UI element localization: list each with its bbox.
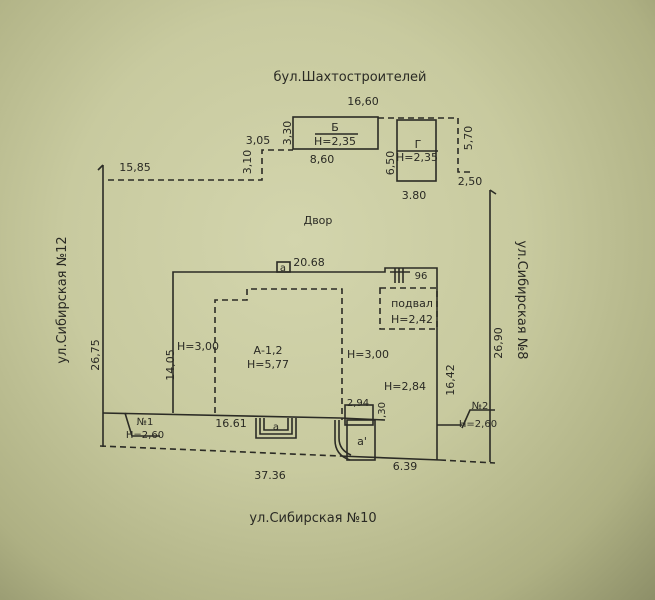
dim: 2,94 — [347, 398, 369, 409]
entrance-porch — [346, 419, 376, 461]
dim: 96 — [415, 271, 428, 282]
dim: 6.39 — [393, 460, 418, 473]
building-g-height: H=2,35 — [396, 151, 438, 164]
dim: 16.61 — [215, 417, 247, 430]
building-a-height: H=5,77 — [247, 358, 289, 371]
dim: 14,05 — [164, 349, 177, 381]
building-g-name: Г — [415, 138, 422, 151]
dim: 20.68 — [293, 256, 325, 269]
street-right: ул.Сибирская №8 — [514, 240, 529, 359]
basement-height: H=2,42 — [391, 313, 433, 326]
entrance-front: а — [273, 422, 279, 433]
dim: 5,70 — [462, 126, 475, 151]
dim: 8,60 — [310, 153, 335, 166]
street-bottom: ул.Сибирская №10 — [249, 511, 376, 526]
dim: 37.36 — [254, 469, 286, 482]
dimensions: 16,60 3,30 3,05 8,60 6,50 3.80 5,70 2,50… — [89, 95, 505, 482]
dim: 16,60 — [347, 95, 379, 108]
main-building — [102, 261, 495, 461]
wing-east-height: H=2,84 — [384, 380, 426, 393]
n1-name: №1 — [137, 417, 154, 428]
building-b-name: Б — [331, 121, 339, 134]
dim: 3,05 — [246, 134, 271, 147]
dim: 3,30 — [281, 121, 294, 146]
dim: 3,10 — [241, 150, 254, 175]
n2-name: №2 — [472, 401, 489, 412]
dim: 3.80 — [402, 189, 427, 202]
dim: 26,90 — [492, 327, 505, 359]
wing-right-height: H=3,00 — [347, 348, 389, 361]
building-b-height: H=2,35 — [314, 135, 356, 148]
basement-outline — [379, 287, 438, 330]
street-left: ул.Сибирская №12 — [55, 236, 70, 363]
wing-left-height: H=3,00 — [177, 340, 219, 353]
n2-height: H=2,60 — [459, 419, 497, 430]
entrance-porch-label: а' — [357, 435, 367, 448]
street-top: бул.Шахтостроителей — [274, 70, 427, 85]
dim: 6,50 — [384, 151, 397, 176]
dim: ,30 — [377, 402, 388, 418]
building-a-name: А-1,2 — [254, 344, 283, 357]
building-b — [292, 116, 379, 150]
dim: 2,50 — [458, 175, 483, 188]
entrance-top: а — [280, 263, 286, 274]
n1-height: H=2,60 — [126, 430, 164, 441]
plot-boundary — [97, 117, 497, 464]
yard-label: Двор — [304, 214, 333, 227]
dim: 15,85 — [119, 161, 151, 174]
basement-name: подвал — [391, 297, 433, 310]
dim: 26,75 — [89, 339, 102, 371]
dim: 16,42 — [444, 364, 457, 396]
